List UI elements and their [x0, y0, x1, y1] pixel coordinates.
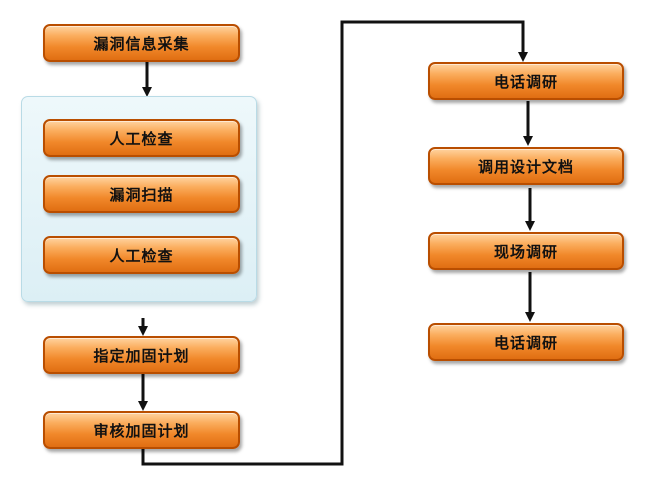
node-right-1: 电话调研: [428, 62, 624, 100]
node-group-3: 人工检查: [43, 236, 240, 274]
node-right-2: 调用设计文档: [428, 147, 624, 185]
connector-review-to-right-column: [141, 20, 528, 466]
node-right-4: 电话调研: [428, 323, 624, 361]
node-review: 审核加固计划: [43, 411, 240, 449]
node-right-3: 现场调研: [428, 232, 624, 270]
node-plan: 指定加固计划: [43, 336, 240, 374]
node-group-2: 漏洞扫描: [43, 175, 240, 213]
node-collect: 漏洞信息采集: [43, 24, 240, 62]
node-group-1: 人工检查: [43, 119, 240, 157]
